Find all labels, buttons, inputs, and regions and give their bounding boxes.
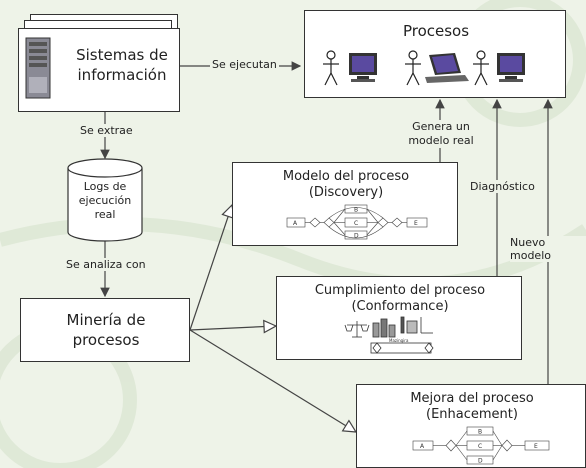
edge-label-real-model-line2: modelo real (408, 134, 474, 147)
node-d: D (354, 233, 359, 240)
info-systems-title-line2: información (77, 66, 167, 84)
edge-label-execute: Se ejecutan (210, 58, 279, 71)
monitor-icon-1 (349, 53, 377, 82)
discovery-box: Modelo del proceso (Discovery) A B C D E (232, 162, 458, 246)
edge-to-enhancement (189, 329, 356, 432)
discovery-title: Modelo del proceso (282, 169, 410, 184)
conformance-title: Cumplimiento del proceso (314, 283, 486, 298)
enhancement-process-model: A B C D E (412, 426, 550, 465)
edge-to-conformance (189, 326, 276, 330)
info-systems-box: Sistemas de información (18, 28, 180, 112)
enh-node-c: C (478, 443, 482, 450)
conformance-box: Cumplimiento del proceso (Conformance) M… (276, 276, 522, 360)
conformance-seal-text: Mazingira (389, 338, 409, 343)
person-icon-3 (473, 50, 489, 86)
laptop-icon (425, 53, 469, 83)
conformance-illustration: Mazingira (344, 316, 434, 354)
discovery-process-model: A B C D E (286, 204, 428, 240)
edge-label-analyze: Se analiza con (66, 258, 146, 271)
monitor-icon-2 (497, 53, 525, 82)
mining-line2: procesos (72, 331, 140, 349)
process-mining-box: Minería de procesos (20, 298, 190, 362)
processes-title: Procesos (402, 22, 470, 40)
node-c: C (354, 220, 358, 227)
logs-line3: real (94, 208, 116, 221)
logs-cylinder (67, 158, 143, 242)
scale-icon (344, 321, 370, 338)
edge-to-discovery (189, 205, 232, 331)
person-icon-2 (405, 50, 421, 86)
logs-line2: ejecución (78, 194, 132, 207)
mining-line1: Minería de (66, 311, 146, 329)
edge-label-new-model: Nuevo modelo (510, 236, 586, 262)
server-icon (25, 37, 51, 99)
people-computers-illustration (323, 50, 525, 86)
node-b: B (354, 207, 358, 214)
node-e: E (414, 220, 418, 227)
discovery-subtitle: (Discovery) (308, 185, 384, 200)
person-icon-1 (323, 50, 339, 86)
enh-node-b: B (478, 429, 482, 436)
enhancement-subtitle: (Enhacement) (426, 407, 518, 422)
processes-box: Procesos (304, 10, 566, 98)
enh-node-d: D (478, 458, 483, 465)
node-a: A (293, 220, 298, 227)
logs-line1: Logs de (83, 180, 127, 193)
edge-label-diagnostic: Diagnóstico (470, 180, 535, 193)
enhancement-title: Mejora del proceso (410, 391, 534, 406)
conformance-subtitle: (Conformance) (351, 299, 449, 314)
info-systems-title-line1: Sistemas de (76, 46, 168, 64)
enhancement-box: Mejora del proceso (Enhacement) A B C D … (356, 384, 586, 468)
edge-label-extract: Se extrae (80, 124, 133, 137)
edge-label-real-model-line1: Genera un (412, 120, 470, 133)
enh-node-e: E (534, 443, 538, 450)
enh-node-a: A (420, 443, 425, 450)
